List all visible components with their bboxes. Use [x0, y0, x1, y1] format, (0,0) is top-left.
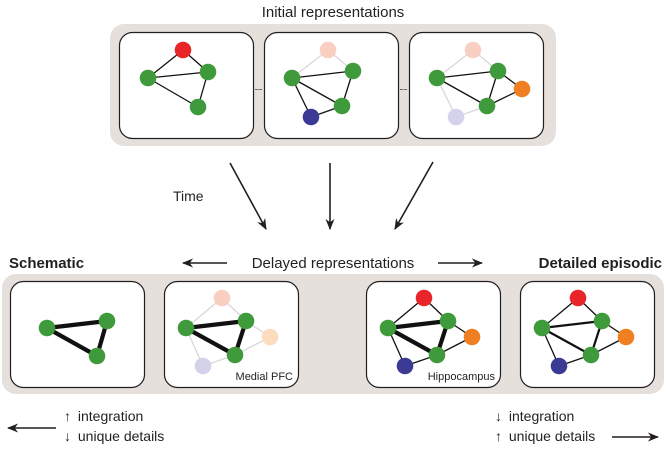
increase-arrow-icon: ↑: [495, 428, 502, 444]
footer-left-line1: ↑ integration: [64, 408, 143, 424]
node-navy: [302, 108, 320, 126]
node-green: [582, 346, 600, 364]
footer-left: ↑ integration ↓ unique details: [6, 408, 164, 444]
panel-frame: [263, 31, 400, 140]
node-green: [533, 319, 551, 337]
node-green: [379, 319, 397, 337]
node-green: [428, 69, 446, 87]
initial-representation-panels: [118, 31, 545, 140]
node-green: [189, 98, 207, 116]
delayed-panel-schematic: [9, 280, 146, 389]
node-green: [283, 69, 301, 87]
time-arrow-right: [394, 161, 434, 230]
edge-b-c-thin: [147, 71, 209, 79]
node-lavender-faint: [447, 108, 465, 126]
edge-b-c-thick: [46, 318, 108, 331]
panel-region-label: Medial PFC: [236, 371, 294, 383]
node-lavender-faint: [194, 357, 212, 375]
initial-panel-initial-3: [408, 31, 545, 140]
footer-right-line2: ↑ unique details: [495, 428, 595, 444]
panel-frame: [9, 280, 146, 389]
node-green: [593, 312, 611, 330]
footer-left-integration: integration: [78, 408, 143, 424]
node-orange: [463, 328, 481, 346]
edge-b-c-medium: [541, 319, 603, 330]
edge-b-c-thin: [291, 70, 354, 79]
decrease-arrow-icon: ↓: [64, 428, 71, 444]
panel-frame: [118, 31, 255, 140]
panel-frame: [408, 31, 545, 140]
node-orange: [617, 328, 635, 346]
delayed-representation-panels: Medial PFC Hippocampus: [9, 280, 656, 389]
edge-b-d-thin: [291, 77, 343, 107]
node-navy: [396, 357, 414, 375]
node-green: [139, 69, 157, 87]
node-green: [98, 312, 116, 330]
edge-b-c-thick: [387, 318, 449, 331]
time-label: Time: [173, 188, 204, 204]
footer-left-line2: ↓ unique details: [64, 428, 164, 444]
schematic-label: Schematic: [9, 255, 84, 272]
edge-b-d-medium: [541, 327, 592, 356]
edge-b-d-thin: [147, 77, 199, 108]
node-red: [174, 41, 192, 59]
initial-representations-title: Initial representations: [262, 4, 405, 21]
node-green: [38, 319, 56, 337]
node-red: [569, 289, 587, 307]
delayed-panel-detailed-episodic: [519, 280, 656, 389]
node-green: [478, 97, 496, 115]
node-green: [333, 97, 351, 115]
edge-b-d-thin: [436, 77, 488, 107]
footer-left-unique-details: unique details: [78, 428, 164, 444]
footer-right-line1: ↓ integration: [495, 408, 574, 424]
node-red: [415, 289, 433, 307]
node-green: [439, 312, 457, 330]
edge-b-c-thick: [185, 318, 247, 331]
node-orange: [513, 80, 531, 98]
footer-right: ↓ integration ↑ unique details: [495, 408, 660, 444]
node-green: [88, 347, 106, 365]
ellipsis-separator-1: ......: [254, 83, 262, 92]
node-navy: [550, 357, 568, 375]
time-arrow-left: [229, 162, 267, 230]
edge-b-d-thick: [184, 326, 237, 357]
edge-b-d-thick: [386, 326, 439, 357]
increase-arrow-icon: ↑: [64, 408, 71, 424]
node-green: [226, 346, 244, 364]
node-pink-faint: [464, 41, 482, 59]
node-pink-faint: [319, 41, 337, 59]
footer-right-integration: integration: [509, 408, 574, 424]
edge-b-d-thick: [45, 326, 99, 358]
node-peach-faint: [261, 328, 279, 346]
node-pink-faint: [213, 289, 231, 307]
ellipsis-separator-2: ......: [399, 83, 407, 92]
delayed-panel-hippocampus: Hippocampus: [365, 280, 502, 389]
node-green: [199, 63, 217, 81]
delayed-panel-medial-pfc: Medial PFC: [163, 280, 300, 389]
node-green: [177, 319, 195, 337]
delayed-representations-label: Delayed representations: [252, 255, 415, 272]
panel-region-label: Hippocampus: [428, 371, 496, 383]
initial-panel-initial-2: [263, 31, 400, 140]
decrease-arrow-icon: ↓: [495, 408, 502, 424]
detailed-episodic-label: Detailed episodic: [539, 255, 662, 272]
initial-panel-initial-1: [118, 31, 255, 140]
node-green: [428, 346, 446, 364]
footer-right-unique-details: unique details: [509, 428, 595, 444]
node-green: [344, 62, 362, 80]
node-green: [237, 312, 255, 330]
node-green: [489, 62, 507, 80]
edge-b-c-thin: [436, 70, 499, 79]
